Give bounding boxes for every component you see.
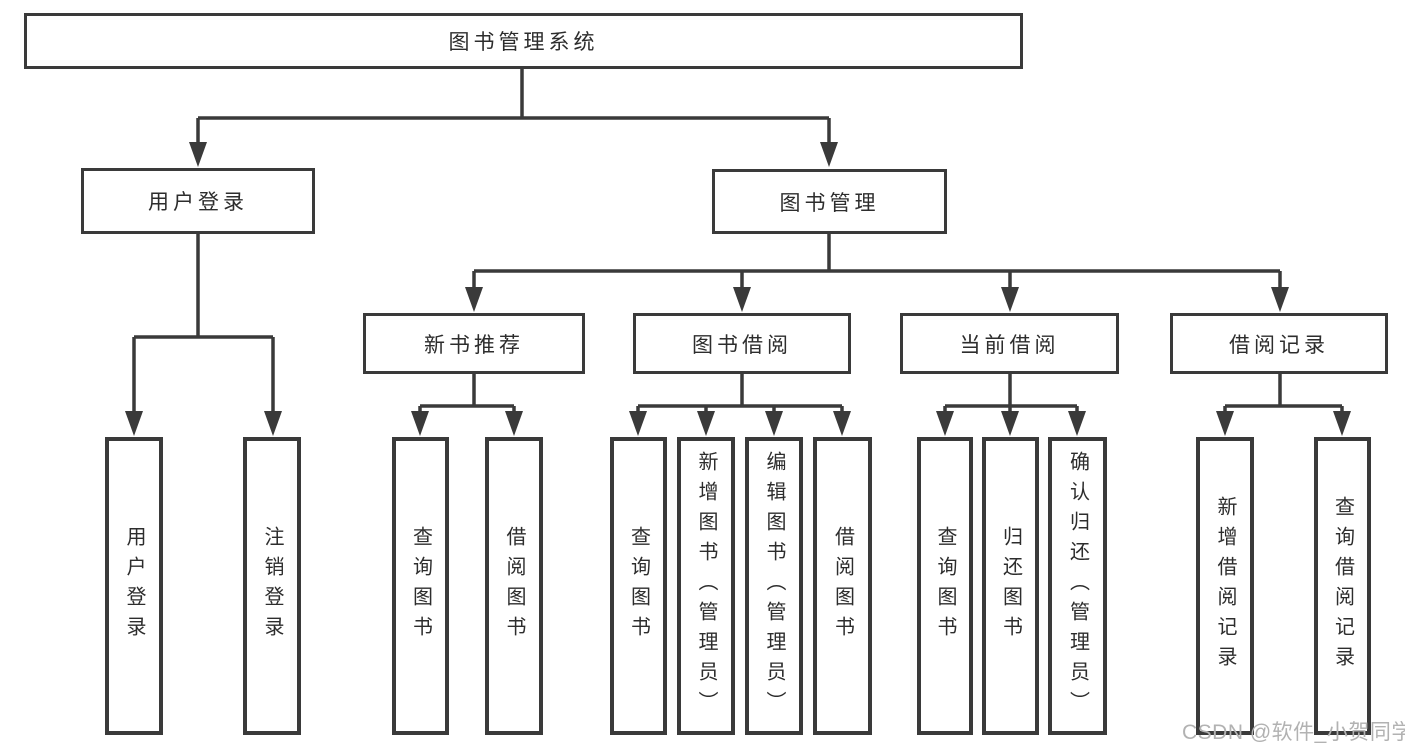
- leaf-query-books-borrowing: 查询图书: [610, 437, 667, 735]
- leaf-query-books-recommend-label: 查询图书: [409, 526, 432, 646]
- leaf-query-books-recommend: 查询图书: [392, 437, 449, 735]
- leaf-query-books-current-label: 查询图书: [934, 526, 956, 646]
- leaf-borrow-books-borrowing: 借阅图书: [813, 437, 872, 735]
- leaf-user-login: 用户登录: [105, 437, 163, 735]
- node-user-login-label: 用户登录: [148, 191, 248, 214]
- watermark: CSDN @软件_小贺同学: [1182, 721, 1405, 744]
- leaf-borrow-books-borrowing-label: 借阅图书: [831, 526, 854, 646]
- leaf-edit-books-admin-label: 编辑图书（管理员）: [763, 451, 785, 721]
- node-borrow-records-label: 借阅记录: [1229, 333, 1329, 357]
- node-book-borrowing: 图书借阅: [633, 313, 851, 374]
- leaf-logout-login: 注销登录: [243, 437, 301, 735]
- node-root-label: 图书管理系统: [448, 31, 599, 54]
- node-root: 图书管理系统: [24, 13, 1023, 69]
- node-book-management-label: 图书管理: [779, 191, 880, 215]
- leaf-add-borrow-record-label: 新增借阅记录: [1214, 496, 1236, 676]
- node-new-book-recommend-label: 新书推荐: [424, 333, 524, 357]
- leaf-add-books-admin: 新增图书（管理员）: [677, 437, 735, 735]
- node-current-borrowing-label: 当前借阅: [959, 333, 1060, 357]
- leaf-return-books: 归还图书: [982, 437, 1039, 735]
- leaf-edit-books-admin: 编辑图书（管理员）: [745, 437, 803, 735]
- leaf-confirm-return-admin-label: 确认归还（管理员）: [1066, 451, 1089, 721]
- leaf-query-borrow-record-label: 查询借阅记录: [1331, 496, 1354, 676]
- node-book-borrowing-label: 图书借阅: [692, 333, 792, 357]
- leaf-borrow-books-recommend-label: 借阅图书: [503, 526, 525, 646]
- node-new-book-recommend: 新书推荐: [363, 313, 585, 374]
- node-user-login-branch: 用户登录: [81, 168, 315, 234]
- leaf-query-borrow-record: 查询借阅记录: [1314, 437, 1371, 735]
- leaf-add-books-admin-label: 新增图书（管理员）: [695, 451, 717, 721]
- leaf-query-books-current: 查询图书: [917, 437, 973, 735]
- leaf-query-books-borrowing-label: 查询图书: [627, 526, 650, 646]
- leaf-add-borrow-record: 新增借阅记录: [1196, 437, 1254, 735]
- node-borrow-records: 借阅记录: [1170, 313, 1388, 374]
- leaf-user-login-label: 用户登录: [123, 526, 145, 646]
- leaf-borrow-books-recommend: 借阅图书: [485, 437, 543, 735]
- node-current-borrowing: 当前借阅: [900, 313, 1119, 374]
- leaf-logout-login-label: 注销登录: [261, 526, 283, 646]
- leaf-confirm-return-admin: 确认归还（管理员）: [1048, 437, 1107, 735]
- node-book-management: 图书管理: [712, 169, 947, 234]
- leaf-return-books-label: 归还图书: [999, 526, 1022, 646]
